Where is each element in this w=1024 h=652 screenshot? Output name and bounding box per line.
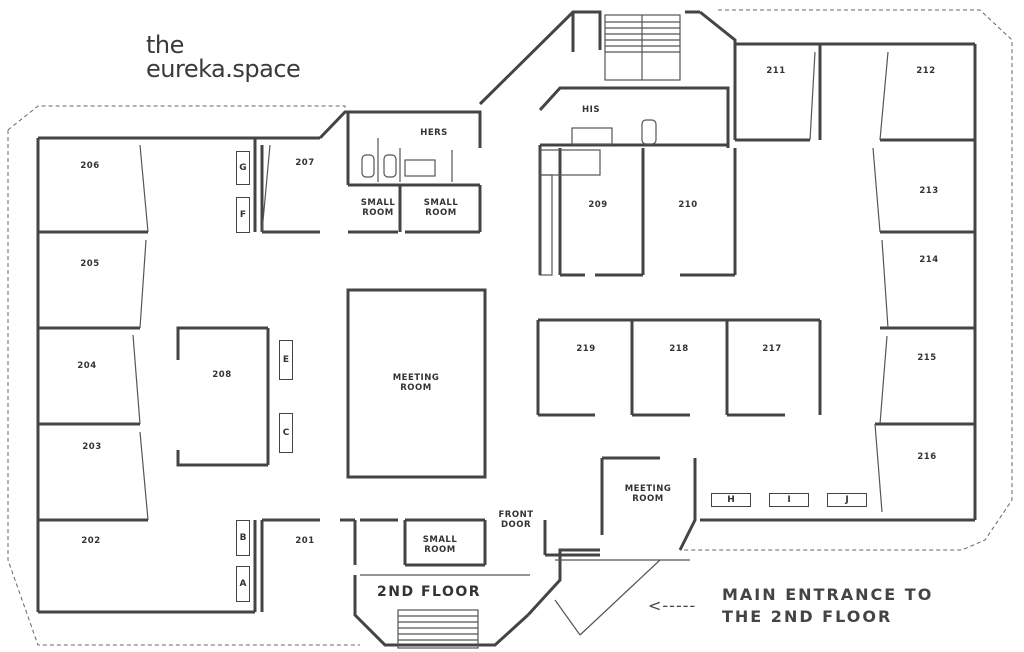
room-208: 208: [212, 370, 232, 380]
locker-i: I: [769, 493, 809, 507]
locker-e: E: [279, 340, 293, 380]
small-room-2-line-1: SMALL: [423, 198, 459, 208]
building-outline: [7, 9, 1013, 646]
room-201: 201: [295, 536, 315, 546]
small-room-2: SMALL ROOM: [424, 198, 459, 218]
meeting-room-small-line-2: ROOM: [632, 494, 664, 504]
room-202: 202: [81, 536, 101, 546]
meeting-room-small: MEETING ROOM: [625, 484, 672, 504]
room-209: 209: [588, 200, 608, 210]
room-215: 215: [917, 353, 937, 363]
front-door-line-2: DOOR: [500, 520, 532, 530]
meeting-room-main: MEETING ROOM: [393, 373, 440, 393]
room-214: 214: [919, 255, 939, 265]
room-212: 212: [916, 66, 936, 76]
small-room-1: SMALL ROOM: [361, 198, 396, 218]
locker-b: B: [236, 520, 250, 556]
front-door-label: FRONT DOOR: [499, 510, 534, 530]
locker-h: H: [711, 493, 751, 507]
room-213: 213: [919, 186, 939, 196]
small-room-3-line-2: ROOM: [424, 545, 456, 555]
small-room-3: SMALL ROOM: [423, 535, 458, 555]
meeting-room-small-line-1: MEETING: [624, 484, 672, 494]
locker-f: F: [236, 197, 250, 233]
walls: [36, 10, 977, 647]
entrance-line-2: THE 2ND FLOOR: [722, 607, 893, 626]
room-207: 207: [295, 158, 315, 168]
room-205: 205: [80, 259, 100, 269]
brand-logo: the eureka.space: [146, 31, 301, 83]
small-room-3-line-1: SMALL: [422, 535, 458, 545]
entrance-line-1: MAIN ENTRANCE TO: [722, 585, 934, 604]
room-206: 206: [80, 161, 100, 171]
restroom-hers: HERS: [420, 128, 448, 138]
restroom-his: HIS: [582, 105, 600, 115]
locker-g: G: [236, 151, 250, 185]
brand-line-1: the: [146, 31, 184, 59]
small-room-1-line-1: SMALL: [360, 198, 396, 208]
floor-label: 2ND FLOOR: [377, 584, 482, 600]
small-room-1-line-2: ROOM: [362, 208, 394, 218]
room-210: 210: [678, 200, 698, 210]
locker-c: C: [279, 413, 293, 453]
room-211: 211: [766, 66, 786, 76]
room-218: 218: [669, 344, 689, 354]
entrance-label: MAIN ENTRANCE TO THE 2ND FLOOR: [722, 584, 933, 628]
room-204: 204: [77, 361, 97, 371]
front-door-line-1: FRONT: [498, 510, 534, 520]
meeting-room-main-line-2: ROOM: [400, 383, 432, 393]
small-room-2-line-2: ROOM: [425, 208, 457, 218]
room-203: 203: [82, 442, 102, 452]
brand-line-2: eureka.space: [146, 55, 301, 83]
meeting-room-main-line-1: MEETING: [392, 373, 440, 383]
locker-j: J: [827, 493, 867, 507]
inner-lines: [132, 14, 889, 649]
locker-a: A: [236, 566, 250, 602]
entrance-arrow-icon: <-----: [648, 596, 697, 615]
room-216: 216: [917, 452, 937, 462]
room-217: 217: [762, 344, 782, 354]
room-219: 219: [576, 344, 596, 354]
